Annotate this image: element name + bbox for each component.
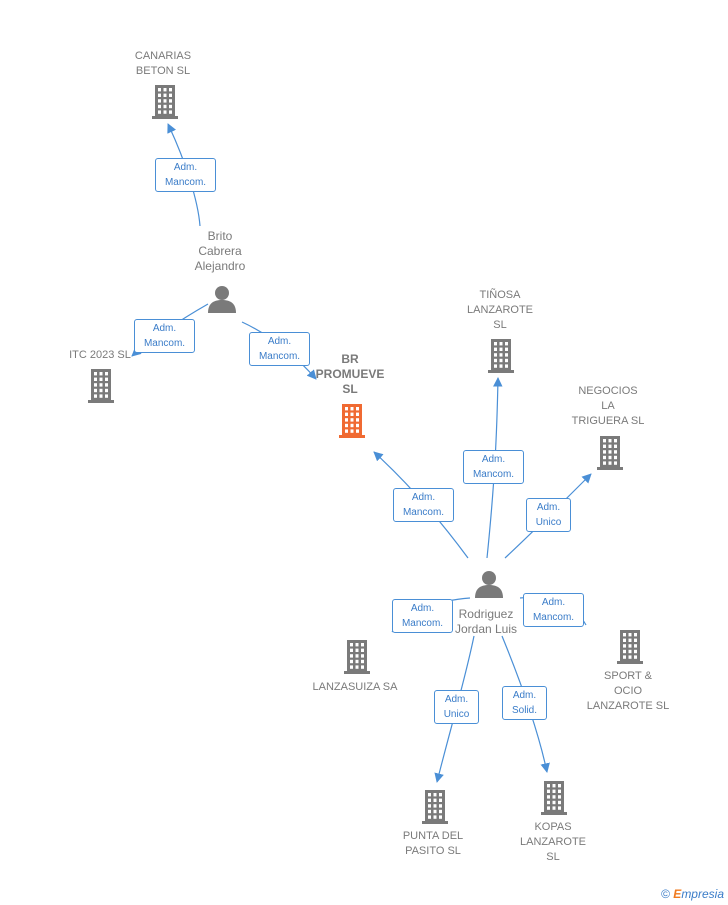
node-rodriguez-label[interactable]: Rodriguez Jordan Luis <box>454 607 518 636</box>
person-icon <box>475 571 503 598</box>
node-lanzasuiza-label[interactable]: LANZASUIZA SA <box>312 681 398 693</box>
edge-label-rod-sport[interactable]: Adm. Mancom. <box>523 593 584 627</box>
building-icon <box>152 85 178 119</box>
node-br-promueve-label[interactable]: BR PROMUEVE SL <box>315 352 385 396</box>
node-sport-ocio-label[interactable]: SPORT & OCIO LANZAROTE SL <box>586 670 670 712</box>
building-icon <box>488 339 514 373</box>
edge-label-rod-br[interactable]: Adm. Mancom. <box>393 488 454 522</box>
building-icon <box>597 436 623 470</box>
building-icon <box>88 369 114 403</box>
brand-logo-text: mpresia <box>681 887 724 901</box>
node-punta-pasito-label[interactable]: PUNTA DEL PASITO SL <box>402 830 464 857</box>
person-icon <box>208 286 236 313</box>
edge-label-brito-canarias[interactable]: Adm. Mancom. <box>155 158 216 192</box>
node-negocios-label[interactable]: NEGOCIOS LA TRIGUERA SL <box>571 385 645 427</box>
edge-label-brito-br[interactable]: Adm. Mancom. <box>249 332 310 366</box>
building-icon <box>422 790 448 824</box>
node-brito-label[interactable]: Brito Cabrera Alejandro <box>194 229 246 273</box>
edge-label-rod-punta[interactable]: Adm. Unico <box>434 690 479 724</box>
edge-label-rod-lanzasuiza[interactable]: Adm. Mancom. <box>392 599 453 633</box>
edge-label-brito-itc[interactable]: Adm. Mancom. <box>134 319 195 353</box>
building-icon <box>344 640 370 674</box>
edge-label-rod-kopas[interactable]: Adm. Solid. <box>502 686 547 720</box>
building-icon <box>541 781 567 815</box>
empresia-watermark: © Empresia <box>661 887 724 901</box>
building-icon <box>339 404 365 438</box>
brand-logo-initial: E <box>673 887 682 901</box>
edge-label-rod-negocios[interactable]: Adm. Unico <box>526 498 571 532</box>
node-canarias-beton-label[interactable]: CANARIAS BETON SL <box>134 50 192 77</box>
node-itc2023-label[interactable]: ITC 2023 SL <box>69 349 131 361</box>
edge-label-rod-tinosa[interactable]: Adm. Mancom. <box>463 450 524 484</box>
building-icon <box>617 630 643 664</box>
copyright-icon: © <box>661 887 670 901</box>
node-kopas-label[interactable]: KOPAS LANZAROTE SL <box>519 821 586 863</box>
node-tinosa-label[interactable]: TIÑOSA LANZAROTE SL <box>466 289 533 331</box>
